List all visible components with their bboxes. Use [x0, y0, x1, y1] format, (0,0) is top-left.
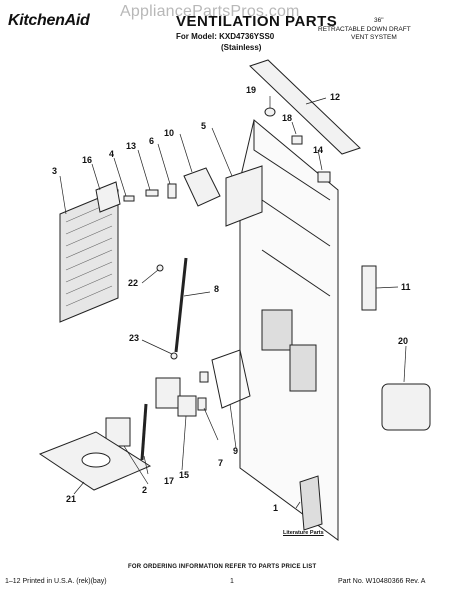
part-chassis-cutout: [261, 309, 293, 351]
callout-8: 8: [214, 284, 220, 294]
callout-4: 4: [109, 149, 115, 159]
print-note: 1–12 Printed in U.S.A. (rek)(bay): [5, 578, 107, 585]
callout-16: 16: [82, 155, 93, 165]
product-size: 36": [374, 17, 384, 24]
watermark: AppliancePartsPros.com: [120, 3, 300, 20]
model-number: For Model: KXD4736YSS0: [176, 32, 275, 41]
callout-1: 1: [273, 503, 279, 513]
callout-19: 19: [246, 85, 257, 95]
part-motor: [155, 377, 181, 409]
page-title: VENTILATION PARTS: [176, 13, 338, 30]
part-switch: [167, 183, 177, 199]
part-literature: [299, 475, 323, 531]
callout-2: 2: [142, 485, 148, 495]
ordering-note: FOR ORDERING INFORMATION REFER TO PARTS …: [128, 564, 317, 570]
part-housing: [183, 167, 221, 207]
part-plenum: [225, 165, 263, 227]
callout-22: 22: [128, 278, 139, 288]
callout-9: 9: [233, 446, 239, 456]
literature-label: Literature Parts: [283, 530, 324, 536]
callout-5: 5: [201, 121, 207, 131]
callout-13: 13: [126, 141, 137, 151]
callout-10: 10: [164, 128, 175, 138]
product-type-line2: VENT SYSTEM: [351, 34, 397, 41]
part-bracket: [95, 181, 121, 213]
brand-logo: KitchenAid: [8, 12, 90, 29]
product-type-line1: RETRACTABLE DOWN DRAFT: [318, 26, 411, 33]
part-cover: [381, 383, 431, 431]
model-variant: (Stainless): [221, 43, 262, 52]
callout-17: 17: [164, 476, 175, 486]
part-clip: [123, 195, 135, 202]
part-chassis-cutout: [289, 344, 317, 392]
callout-11: 11: [401, 282, 411, 292]
callout-23: 23: [129, 333, 140, 343]
part-filter: [59, 189, 119, 323]
part-gear: [177, 395, 197, 417]
callout-20: 20: [398, 336, 409, 346]
part-number: Part No. W10480366 Rev. A: [338, 578, 426, 585]
part-top-trim: [249, 59, 361, 155]
callout-12: 12: [330, 92, 341, 102]
callout-18: 18: [282, 113, 293, 123]
page-number: 1: [230, 578, 234, 585]
callout-7: 7: [218, 458, 224, 468]
callout-15: 15: [179, 470, 190, 480]
callout-21: 21: [66, 494, 77, 504]
part-gasket: [211, 349, 251, 409]
callout-3: 3: [52, 166, 58, 176]
part-spring: [145, 189, 159, 197]
callout-14: 14: [313, 145, 324, 155]
part-control: [361, 265, 377, 311]
callout-6: 6: [149, 136, 155, 146]
